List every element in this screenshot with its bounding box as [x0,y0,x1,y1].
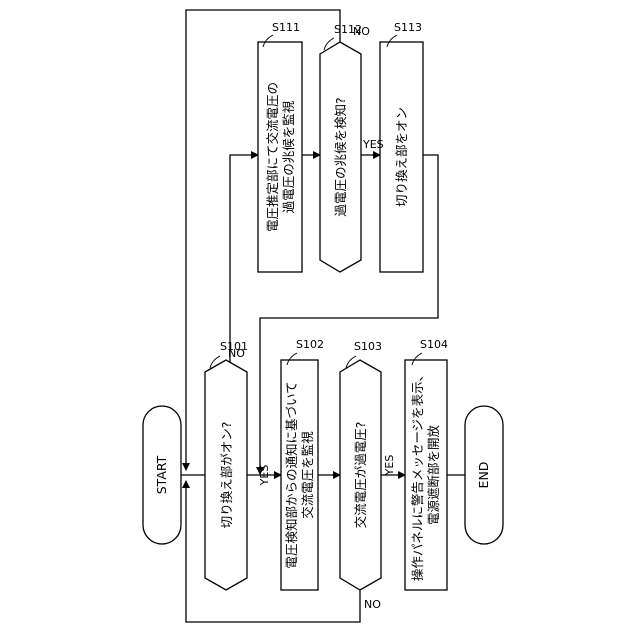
terminal-start-label: START [154,455,169,494]
process-s102-line1: 電圧検知部からの通知に基づいて [284,381,299,568]
label-s112-no: NO [353,25,370,38]
step-id-s113: S113 [394,21,422,34]
process-s104-line2: 電源遮断部を開放 [426,425,441,526]
label-s103-yes: YES [383,455,396,477]
label-s112-yes: YES [362,138,384,151]
process-s111-line2: 過電圧の兆候を監視 [281,100,296,213]
step-id-s102: S102 [296,338,324,351]
label-s101-no: NO [228,347,245,360]
connector-s101-no-s111 [230,155,258,365]
step-id-s111: S111 [272,21,300,34]
process-s104-line1: 操作パネルに警告メッセージを表示、 [410,369,425,581]
decision-s101-text: 切り換え部がオン? [219,422,234,529]
process-s111-line1: 電圧推定部にて交流電圧の [265,82,280,232]
label-s103-no: NO [364,598,381,611]
step-id-s104: S104 [420,338,448,351]
decision-s112-text: 過電圧の兆候を検知? [333,97,348,216]
step-id-s103: S103 [354,340,382,353]
label-s101-yes: YES [258,465,271,487]
terminal-end-label: END [476,462,491,489]
process-s113-text: 切り換え部をオン [394,107,409,207]
decision-s103-text: 交流電圧が過電圧? [353,422,368,529]
process-s102-line2: 交流電圧を監視 [300,431,315,519]
